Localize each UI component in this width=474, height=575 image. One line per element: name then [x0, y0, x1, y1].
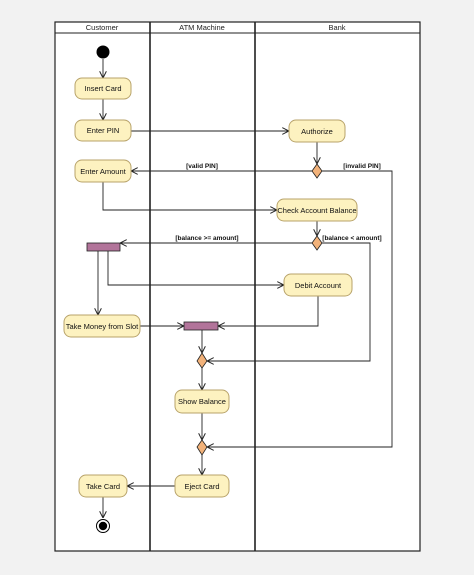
decision-balance [311, 235, 323, 251]
flow-amount-to-check [102, 182, 277, 210]
guard-invalid-pin: [invalid PIN] [343, 163, 381, 170]
activity-label: Eject Card [184, 482, 219, 491]
activity-label: Check Account Balance [277, 206, 356, 215]
activity-authorize: Authorize [288, 119, 346, 143]
lane-title-bank: Bank [328, 23, 345, 32]
decision-pin-valid [311, 163, 323, 179]
merge-node-1 [196, 352, 208, 369]
flow-fork-to-debit [107, 251, 284, 285]
activity-enter-pin: Enter PIN [74, 119, 132, 142]
final-node-inner [98, 521, 108, 531]
lane-title-atm: ATM Machine [179, 23, 225, 32]
activity-take-money-from-slot: Take Money from Slot [63, 314, 141, 338]
activity-label: Enter Amount [80, 167, 126, 176]
activity-show-balance: Show Balance [174, 389, 230, 414]
activity-debit-account: Debit Account [283, 273, 353, 297]
activity-label: Authorize [301, 127, 333, 136]
activity-label: Enter PIN [87, 126, 120, 135]
activity-label: Take Money from Slot [66, 322, 139, 331]
diagram-frame [54, 21, 421, 552]
flow-invalid-pin [207, 170, 393, 447]
guard-valid-pin: [valid PIN] [186, 163, 218, 170]
join-bar [183, 321, 219, 331]
activity-label: Show Balance [178, 397, 226, 406]
activity-label: Take Card [86, 482, 120, 491]
activity-label: Insert Card [84, 84, 121, 93]
initial-node [96, 45, 110, 59]
activity-eject-card: Eject Card [174, 474, 230, 498]
guard-balance-lt-amount: [balance < amount] [322, 235, 381, 242]
merge-node-2 [196, 439, 208, 456]
activity-insert-card: Insert Card [74, 77, 132, 100]
activity-label: Debit Account [295, 281, 342, 290]
activity-check-account-balance: Check Account Balance [276, 198, 358, 222]
activity-enter-amount: Enter Amount [74, 159, 132, 183]
lane-title-customer: Customer [86, 23, 119, 32]
activity-take-card: Take Card [78, 474, 128, 498]
fork-bar [86, 242, 121, 252]
flow-debit-to-join [218, 296, 319, 326]
guard-balance-ge-amount: [balance >= amount] [175, 235, 238, 242]
flow-balance-lt [207, 242, 371, 361]
